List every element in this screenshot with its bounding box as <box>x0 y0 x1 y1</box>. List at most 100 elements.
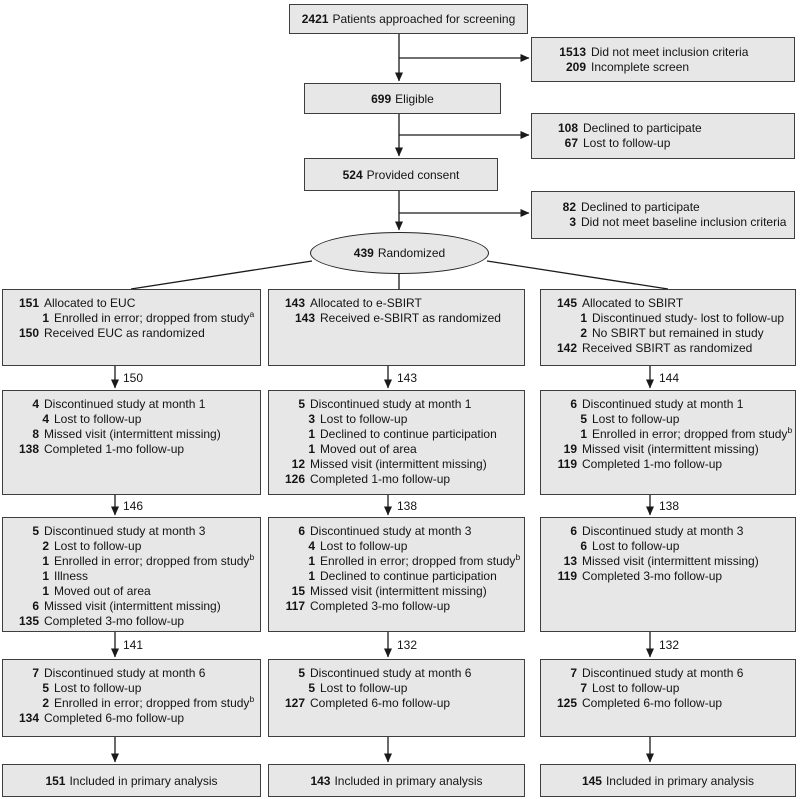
box-line: 1513 Did not meet inclusion criteria <box>544 45 792 60</box>
line-label: Incomplete screen <box>591 59 690 74</box>
line-label: Enrolled in error; dropped from studya <box>54 309 255 325</box>
count-value: 2421 <box>301 12 329 26</box>
line-label: Lost to follow-up <box>320 539 408 553</box>
line-label: Discontinued study at month 6 <box>310 666 472 680</box>
box-label: Included in primary analysis <box>334 773 483 788</box>
line-label: Completed 1-mo follow-up <box>310 472 451 486</box>
count-value: 6 <box>32 599 39 613</box>
line-label: Completed 6-mo follow-up <box>582 696 723 710</box>
count-value: 6 <box>298 524 305 538</box>
count-value: 5 <box>298 397 305 411</box>
count-value: 4 <box>308 539 315 553</box>
euc-primary-analysis-box: 151 Included in primary analysis <box>2 764 261 797</box>
line-label: Lost to follow-up <box>592 681 680 695</box>
count-value: 135 <box>18 614 39 628</box>
count-value: 2 <box>42 696 49 710</box>
count-value: 1 <box>42 311 49 325</box>
count-value: 3 <box>308 412 315 426</box>
count-value: 8 <box>32 427 39 441</box>
count-value: 150 <box>18 326 39 340</box>
flow-count-label: 150 <box>123 371 144 385</box>
line-label: Lost to follow-up <box>583 136 671 150</box>
eligible-box: 699 Eligible <box>304 83 501 114</box>
count-value: 82 <box>562 200 576 214</box>
count-value: 151 <box>18 296 39 310</box>
line-label: Completed 3-mo follow-up <box>310 599 451 613</box>
count-value: 143 <box>294 311 315 325</box>
count-value: 1 <box>308 442 315 456</box>
count-value: 134 <box>18 711 39 725</box>
footnote-marker: b <box>515 552 521 562</box>
count-value: 5 <box>580 412 587 426</box>
line-label: Lost to follow-up <box>592 539 680 553</box>
count-value: 142 <box>556 341 577 355</box>
line-label: Received e-SBIRT as randomized <box>320 311 501 325</box>
count-value: 5 <box>42 681 49 695</box>
count-value: 1513 <box>559 44 586 59</box>
count-value: 143 <box>284 296 305 310</box>
count-value: 6 <box>580 539 587 553</box>
line-label: Enrolled in error; dropped from studyb <box>320 552 521 568</box>
box-label: Included in primary analysis <box>605 773 755 788</box>
line-label: Missed visit (intermittent missing) <box>582 554 759 568</box>
count-value: 7 <box>32 666 39 680</box>
count-value: 2 <box>42 539 49 553</box>
count-value: 3 <box>569 215 576 229</box>
line-label: Lost to follow-up <box>54 412 142 426</box>
count-value: 1 <box>580 427 587 441</box>
count-value: 1 <box>308 427 315 441</box>
line-label: Discontinued study at month 1 <box>44 397 206 411</box>
count-value: 5 <box>308 681 315 695</box>
count-value: 151 <box>45 773 66 788</box>
count-value: 439 <box>353 246 374 260</box>
count-value: 143 <box>310 773 331 788</box>
flow-count-label: 132 <box>397 638 418 652</box>
line-label: Declined to participate <box>583 121 702 135</box>
count-value: 127 <box>284 696 305 710</box>
box-label: Patients approached for screening <box>332 12 516 26</box>
footnote-marker: b <box>249 694 255 704</box>
line-label: Discontinued study at month 6 <box>44 666 206 680</box>
footnote-marker: b <box>787 425 793 435</box>
line-label: Enrolled in error; dropped from studyb <box>54 552 255 568</box>
line-label: Completed 6-mo follow-up <box>44 711 185 725</box>
count-value: 15 <box>291 584 305 598</box>
box-label: Included in primary analysis <box>69 773 218 788</box>
line-label: Lost to follow-up <box>592 412 680 426</box>
count-value: 1 <box>42 569 49 583</box>
consent-box: 524 Provided consent <box>304 158 498 191</box>
flow-count-label: 146 <box>123 499 144 513</box>
line-label: Moved out of area <box>54 584 151 598</box>
line-label: Did not meet baseline inclusion criteria <box>581 215 787 229</box>
line-label: Did not meet inclusion criteria <box>591 44 749 59</box>
footnote-marker: a <box>249 309 255 319</box>
flow-count-label: 138 <box>397 499 418 513</box>
count-value: 119 <box>557 569 577 583</box>
count-value: 1 <box>42 584 49 598</box>
line-label: Discontinued study at month 3 <box>310 524 472 538</box>
